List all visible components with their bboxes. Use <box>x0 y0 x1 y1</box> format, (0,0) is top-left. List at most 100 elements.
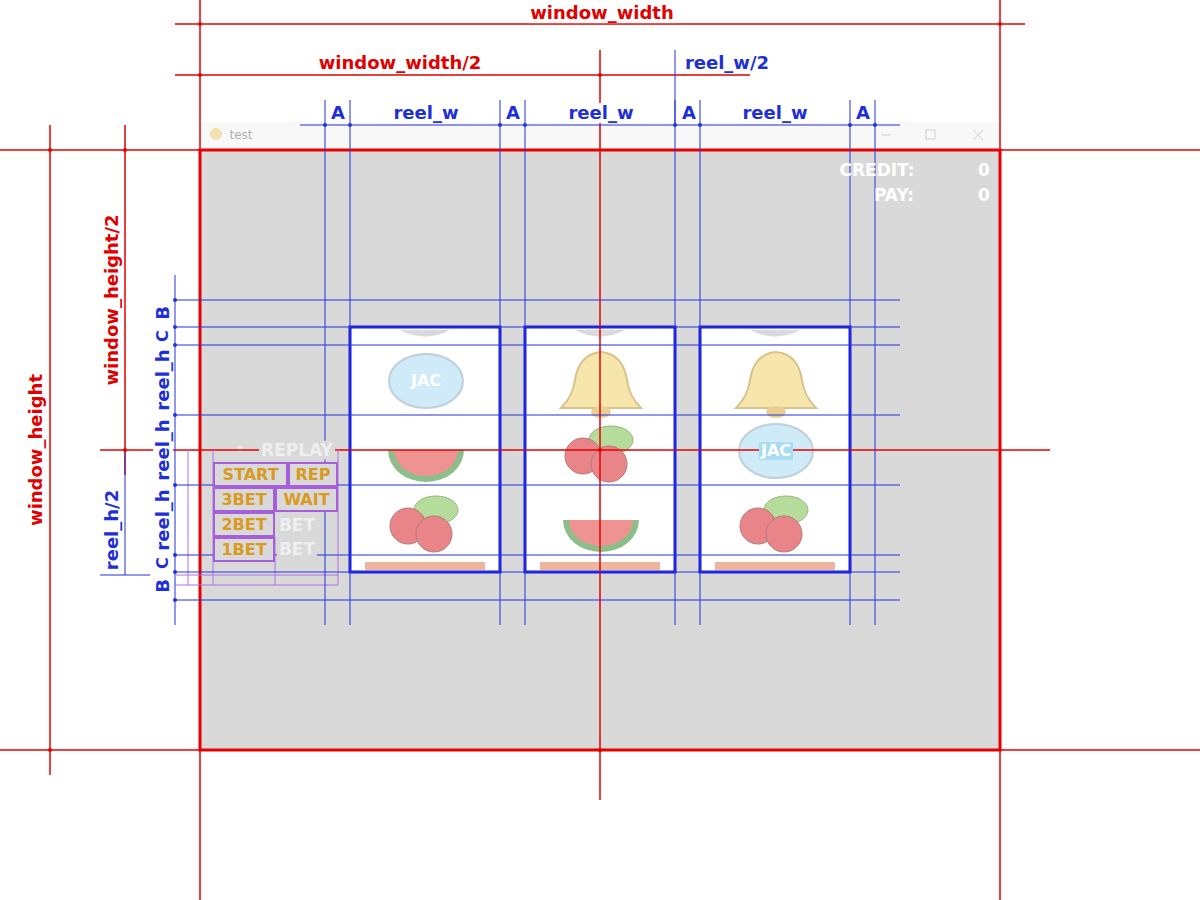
button-label: 2BET <box>221 516 266 534</box>
dimension-line <box>525 100 526 625</box>
pay-value: 0 <box>976 186 992 205</box>
dimension-label: A <box>504 103 522 123</box>
dimension-line <box>100 449 1050 451</box>
dimension-label: A <box>680 103 698 123</box>
dimension-line <box>700 100 701 625</box>
button-box: 1BET <box>213 537 275 562</box>
dimension-dot <box>323 123 327 127</box>
dimension-dot <box>48 748 52 752</box>
dimension-label: reel_w <box>391 103 460 123</box>
dimension-label: reel_h <box>153 487 173 552</box>
dimension-line <box>175 600 900 601</box>
bell-symbol <box>561 352 641 408</box>
dimension-label: window_width/2 <box>317 53 484 73</box>
dimension-line <box>188 450 189 585</box>
dimension-line <box>325 100 326 625</box>
close-glyph <box>973 130 983 140</box>
dimension-dot <box>123 448 127 452</box>
dimension-line <box>675 100 676 625</box>
dimension-dot <box>173 298 177 302</box>
cherry <box>416 516 452 552</box>
dimension-dot <box>198 73 202 77</box>
button-label: WAIT <box>283 491 329 509</box>
dimension-line <box>175 572 900 573</box>
button-label: 1BET <box>221 541 266 559</box>
dimension-line <box>175 585 338 586</box>
dimension-dot <box>598 73 602 77</box>
melon-flesh <box>394 450 458 476</box>
cut-symbol <box>365 562 485 570</box>
button-box: REP <box>288 462 338 487</box>
dimension-dot <box>848 123 852 127</box>
dimension-line <box>599 50 601 800</box>
jac-text: JAC <box>759 442 793 460</box>
button-box: START <box>213 462 288 487</box>
dimension-dot <box>673 123 677 127</box>
dimension-label: reel_w <box>566 103 635 123</box>
dimension-dot <box>198 22 202 26</box>
melon-flesh <box>569 520 633 546</box>
jac-text: JAC <box>409 372 443 390</box>
button-box: 3BET <box>213 487 275 512</box>
dimension-dot <box>173 598 177 602</box>
button-label: START <box>222 466 278 484</box>
dimension-dot <box>173 553 177 557</box>
dimension-line <box>125 450 126 575</box>
dimension-line <box>175 300 900 301</box>
indicator-dot <box>237 446 243 452</box>
jac-symbol <box>389 354 463 408</box>
dimension-dot <box>998 22 1002 26</box>
dimension-line <box>100 575 150 576</box>
dimension-label: reel_w/2 <box>683 53 771 73</box>
minimize-glyph <box>881 135 891 136</box>
dimension-dot <box>348 123 352 127</box>
maximize-glyph <box>926 130 935 139</box>
bell-clapper <box>766 406 786 418</box>
dimension-dot <box>123 148 127 152</box>
dimension-label: window_width <box>528 3 676 23</box>
dimension-dot <box>173 325 177 329</box>
dimension-label: C <box>154 328 172 344</box>
dimension-line <box>500 100 501 625</box>
app-icon <box>210 128 222 140</box>
bell-symbol <box>736 352 816 408</box>
dimension-dot <box>173 343 177 347</box>
dimension-dot <box>498 123 502 127</box>
dimension-label: reel_h/2 <box>102 488 122 572</box>
dimension-dot <box>598 448 602 452</box>
dimension-line <box>350 100 351 625</box>
pay-label: PAY: <box>872 186 916 205</box>
dimension-line <box>175 345 900 346</box>
dimension-label: B <box>153 304 173 322</box>
button-box: 2BET <box>213 512 275 537</box>
cut-symbol <box>750 330 800 337</box>
dimension-line <box>175 415 900 416</box>
cherry <box>591 446 627 482</box>
dimension-dot <box>173 413 177 417</box>
dimension-dot <box>598 748 602 752</box>
button-label: 3BET <box>221 491 266 509</box>
dimension-label: window_height <box>26 372 46 528</box>
bell-clapper <box>591 406 611 418</box>
cut-symbol <box>715 562 835 570</box>
button-caption: BET <box>277 540 317 559</box>
dimension-dot <box>173 483 177 487</box>
cherry <box>766 516 802 552</box>
dimension-line <box>175 327 900 328</box>
dimension-label: window_height/2 <box>102 212 122 387</box>
dimension-line <box>124 125 126 475</box>
dimension-line <box>175 23 1025 25</box>
melon-rind <box>563 520 639 552</box>
button-label: REP <box>296 466 331 484</box>
dimension-label: A <box>329 103 347 123</box>
dimension-label: reel_h <box>153 417 173 482</box>
button-caption: BET <box>277 516 317 535</box>
cut-symbol <box>400 330 450 337</box>
window-title: test <box>227 129 254 142</box>
dimension-line <box>175 74 750 76</box>
dimension-line <box>0 149 1200 151</box>
dimension-dot <box>48 148 52 152</box>
